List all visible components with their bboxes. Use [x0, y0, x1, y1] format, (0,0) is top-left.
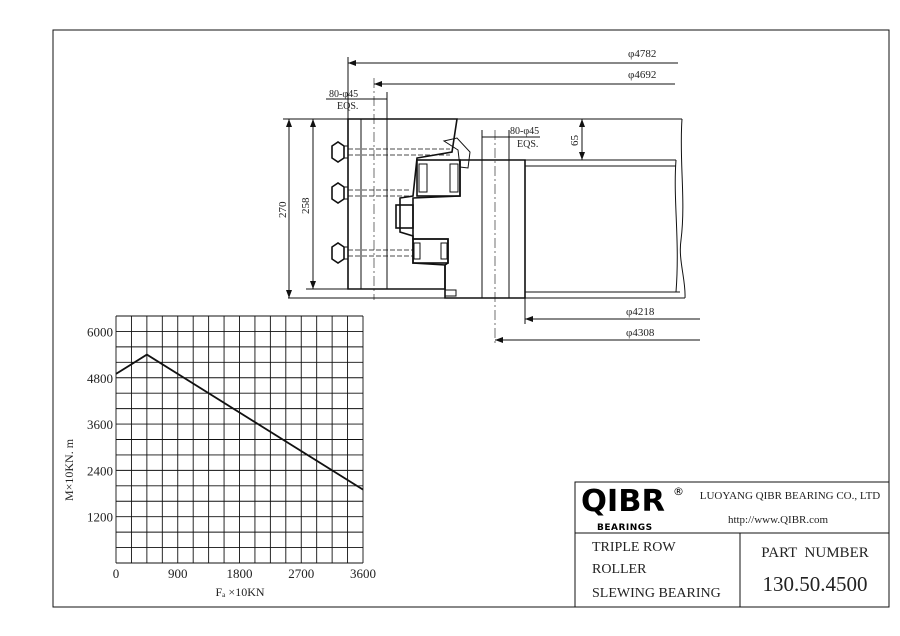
load-capacity-chart: 1200 2400 3600 4800 6000 0 900 1800 2700… — [62, 315, 376, 599]
y-tick-label: 6000 — [87, 324, 113, 339]
bolt — [331, 182, 410, 204]
x-axis-label: Fₐ ×10KN — [215, 585, 264, 599]
dim-inner-diameter: φ4218 — [626, 306, 655, 318]
lower-seal — [444, 289, 457, 297]
company-website[interactable]: http://www.QIBR.com — [728, 514, 829, 526]
registered-mark: ® — [673, 485, 684, 498]
chart-grid — [115, 315, 364, 564]
dim-outer-bolt-circle: φ4692 — [628, 69, 656, 81]
part-number-label: PART NUMBER — [761, 545, 868, 561]
lower-roller — [412, 238, 449, 264]
inner-ring — [412, 159, 526, 299]
upper-seal — [442, 137, 471, 169]
description-line-1: TRIPLE ROW — [592, 540, 676, 555]
break-line — [679, 118, 686, 299]
outer-holes-eqs: EQS. — [337, 101, 358, 112]
qibr-logo: QIBR ® BEARINGS — [581, 484, 684, 533]
part-number-value: 130.50.4500 — [763, 572, 868, 596]
y-tick-label: 2400 — [87, 463, 113, 478]
dim-total-height: 270 — [277, 201, 289, 218]
y-tick-label: 3600 — [87, 417, 113, 432]
x-tick-label: 0 — [113, 566, 120, 581]
description-line-3: SLEWING BEARING — [592, 586, 721, 601]
inner-holes-eqs: EQS. — [517, 139, 538, 150]
logo-subtext: BEARINGS — [597, 523, 653, 533]
bolt — [331, 141, 450, 163]
dim-inner-bolt-circle: φ4308 — [626, 327, 655, 339]
x-tick-label: 3600 — [350, 566, 376, 581]
dim-outer-height: 258 — [300, 197, 312, 214]
y-tick-label: 1200 — [87, 510, 113, 525]
sheet-border — [52, 29, 890, 608]
load-curve-line — [115, 353, 364, 491]
x-tick-label: 2700 — [288, 566, 314, 581]
dim-step: 65 — [569, 135, 581, 147]
y-tick-labels: 1200 2400 3600 4800 6000 — [87, 324, 113, 524]
description-line-2: ROLLER — [592, 562, 647, 577]
title-block: QIBR ® BEARINGS LUOYANG QIBR BEARING CO.… — [574, 481, 890, 608]
y-axis-label: M×10KN. m — [62, 438, 76, 501]
company-name: LUOYANG QIBR BEARING CO., LTD — [700, 490, 881, 502]
x-tick-labels: 0 900 1800 2700 3600 — [113, 566, 376, 581]
logo-text: QIBR — [581, 484, 665, 519]
radial-roller — [395, 204, 414, 229]
dim-outer-diameter: φ4782 — [628, 48, 656, 60]
x-tick-label: 1800 — [227, 566, 253, 581]
x-tick-label: 900 — [168, 566, 188, 581]
outer-holes-label: 80-φ45 — [329, 89, 358, 100]
inner-holes-label: 80-φ45 — [510, 126, 539, 137]
inner-bolt-hole — [481, 159, 510, 299]
y-tick-label: 4800 — [87, 371, 113, 386]
bolt — [331, 242, 413, 264]
bearing-cross-section: φ4782 φ4692 80-φ45 EQS. 80-φ45 EQS. 65 2… — [277, 48, 700, 345]
upper-roller — [416, 159, 461, 197]
